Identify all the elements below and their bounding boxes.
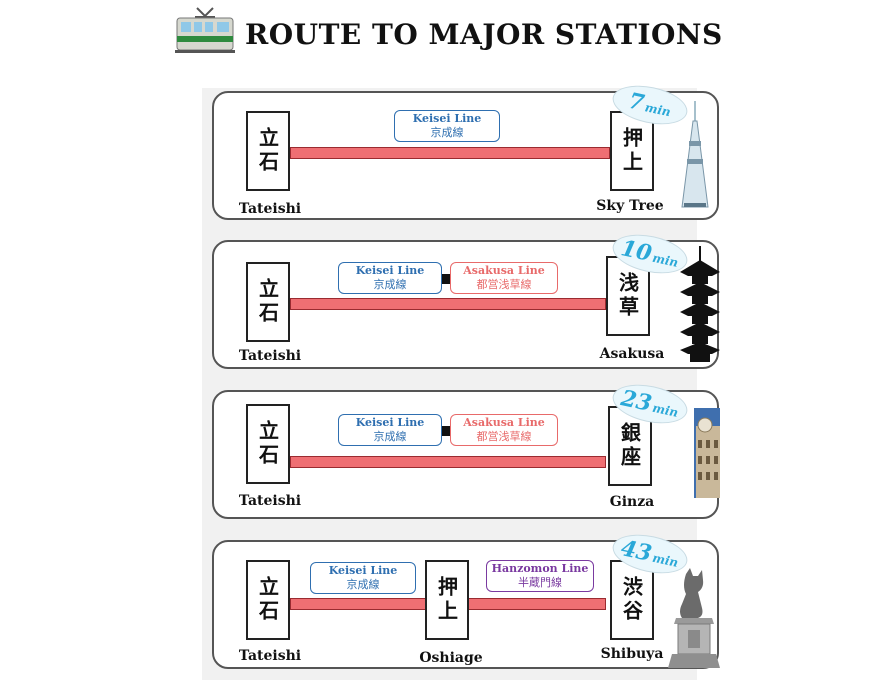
line-name-en: Keisei Line <box>355 416 425 429</box>
line-name-en: Asakusa Line <box>463 416 545 429</box>
line-name-jp: 京成線 <box>346 578 380 591</box>
pagoda-icon <box>680 246 720 362</box>
line-name-jp: 京成線 <box>373 430 407 443</box>
train-icon <box>175 7 235 53</box>
origin-station-box: 立石 <box>246 111 290 191</box>
line-name-jp: 京成線 <box>373 278 407 291</box>
track-line <box>290 147 610 159</box>
keisei-line-box: Keisei Line 京成線 <box>338 414 442 446</box>
line-connector <box>442 274 450 284</box>
travel-time-unit: min <box>643 100 672 120</box>
line-name-jp: 都営浅草線 <box>476 278 532 291</box>
origin-station-label: Tateishi <box>238 648 302 664</box>
route-card-shibuya: 立石 Tateishi Keisei Line 京成線 押上 Oshiage H… <box>212 528 720 669</box>
hanzomon-line-box: Hanzomon Line 半蔵門線 <box>486 560 594 592</box>
track-line <box>290 456 606 468</box>
keisei-line-box: Keisei Line 京成線 <box>310 562 416 594</box>
travel-time-value: 7 <box>626 87 647 117</box>
asakusa-line-box: Asakusa Line 都営浅草線 <box>450 414 558 446</box>
page-title: ROUTE TO MAJOR STATIONS <box>245 18 723 51</box>
destination-station-label: Ginza <box>609 494 655 510</box>
travel-time-unit: min <box>651 250 680 270</box>
route-card-asakusa: 立石 Tateishi Keisei Line 京成線 Asakusa Line… <box>212 228 720 369</box>
line-name-en: Keisei Line <box>355 264 425 277</box>
travel-time-value: 10 <box>618 235 654 267</box>
line-connector <box>442 426 450 436</box>
line-name-en: Keisei Line <box>328 564 398 577</box>
destination-station-label: Shibuya <box>600 646 664 662</box>
track-line <box>290 298 606 310</box>
line-name-en: Asakusa Line <box>463 264 545 277</box>
origin-station-label: Tateishi <box>238 348 302 364</box>
destination-station-box: 渋谷 <box>610 560 654 640</box>
route-card-sky-tree: 立石 Tateishi Keisei Line 京成線 押上 Sky Tree … <box>212 79 719 220</box>
travel-time-unit: min <box>651 550 680 570</box>
line-name-jp: 半蔵門線 <box>518 576 562 589</box>
origin-station-box: 立石 <box>246 404 290 484</box>
keisei-line-box: Keisei Line 京成線 <box>338 262 442 294</box>
ginza-building-icon <box>694 408 720 498</box>
line-name-en: Hanzomon Line <box>491 562 589 575</box>
asakusa-line-box: Asakusa Line 都営浅草線 <box>450 262 558 294</box>
destination-station-label: Asakusa <box>599 346 665 362</box>
line-name-jp: 都営浅草線 <box>476 430 532 443</box>
origin-station-label: Tateishi <box>238 493 302 509</box>
header: ROUTE TO MAJOR STATIONS <box>175 6 722 56</box>
line-name-en: Keisei Line <box>412 112 482 125</box>
hachiko-statue-icon <box>668 568 720 668</box>
line-name-jp: 京成線 <box>430 126 464 139</box>
travel-time-unit: min <box>651 400 680 420</box>
origin-station-box: 立石 <box>246 262 290 342</box>
transfer-station-box: 押上 <box>425 560 469 640</box>
origin-station-label: Tateishi <box>238 201 302 217</box>
route-card-ginza: 立石 Tateishi Keisei Line 京成線 Asakusa Line… <box>212 378 720 519</box>
travel-time-value: 43 <box>618 535 654 567</box>
destination-station-box: 浅草 <box>606 256 650 336</box>
destination-station-label: Sky Tree <box>596 198 664 214</box>
transfer-station-label: Oshiage <box>419 650 483 666</box>
origin-station-box: 立石 <box>246 560 290 640</box>
keisei-line-box: Keisei Line 京成線 <box>394 110 500 142</box>
travel-time-value: 23 <box>618 385 654 417</box>
sky-tree-icon <box>681 101 709 208</box>
